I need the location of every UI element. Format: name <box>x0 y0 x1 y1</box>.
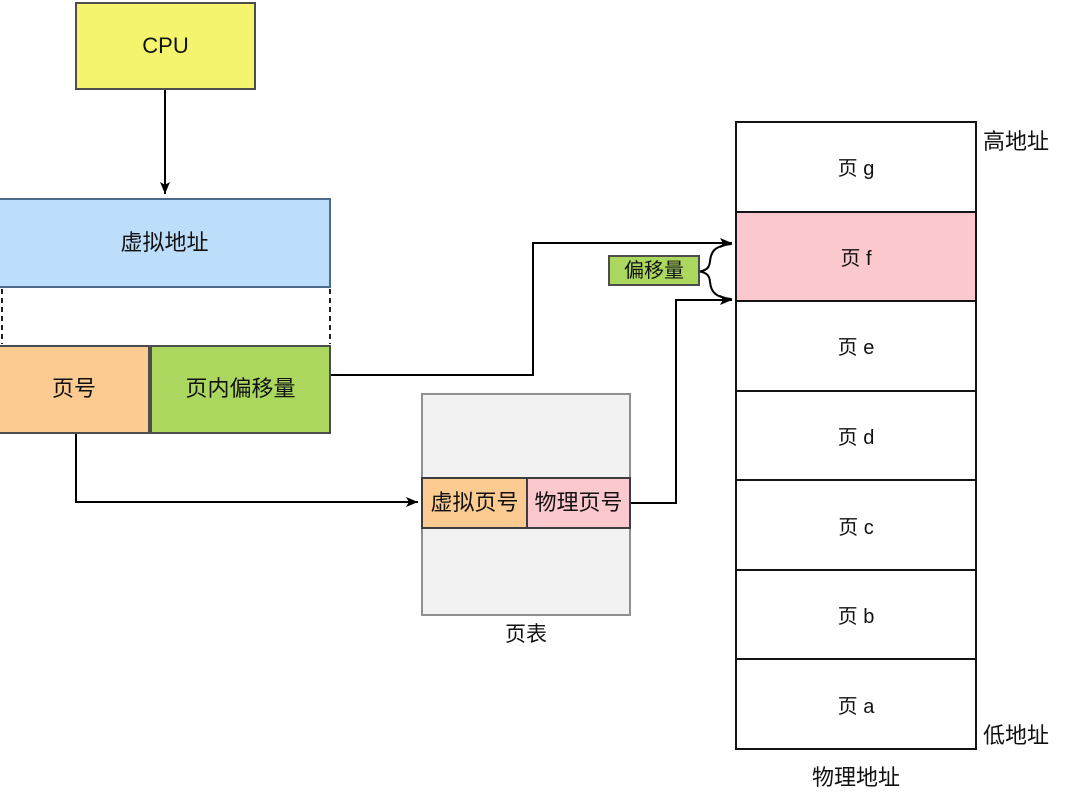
memory-page-d: 页 d <box>737 389 975 480</box>
virtual-page-number-label: 虚拟页号 <box>430 489 519 515</box>
physical-page-number-label: 物理页号 <box>534 489 623 515</box>
memory-page-c-label: 页 c <box>838 516 874 539</box>
page-offset-label: 页内偏移量 <box>185 376 296 402</box>
page-number-label: 页号 <box>51 376 96 402</box>
memory-page-f: 页 f <box>737 210 975 301</box>
physical-memory-column: 页 g 页 f 页 e 页 d 页 c 页 b 页 a <box>735 121 977 750</box>
offset-brace <box>699 243 732 300</box>
memory-page-e: 页 e <box>737 300 975 390</box>
physical-page-number-cell: 物理页号 <box>526 477 631 529</box>
physical-address-caption: 物理地址 <box>811 765 900 790</box>
cpu-label: CPU <box>142 32 189 58</box>
page-number-to-page-table-arrow <box>75 434 418 507</box>
memory-page-g: 页 g <box>737 123 975 211</box>
memory-page-c: 页 c <box>737 479 975 569</box>
virtual-address-label: 虚拟地址 <box>120 229 209 255</box>
memory-page-a: 页 a <box>737 658 975 749</box>
memory-page-d-label: 页 d <box>837 427 875 450</box>
memory-page-f-label: 页 f <box>840 247 872 270</box>
physical-page-to-page-f-arrow <box>631 295 732 504</box>
memory-page-b: 页 b <box>737 568 975 659</box>
memory-page-b-label: 页 b <box>837 606 875 629</box>
offset-tag-node: 偏移量 <box>608 255 700 286</box>
memory-page-a-label: 页 a <box>837 695 875 718</box>
low-address-label: 低地址 <box>983 723 1050 748</box>
high-address-label: 高地址 <box>983 129 1050 154</box>
virtual-page-number-cell: 虚拟页号 <box>421 477 526 529</box>
offset-tag-label: 偏移量 <box>624 259 684 282</box>
virtual-address-node: 虚拟地址 <box>0 198 331 288</box>
memory-page-e-label: 页 e <box>837 337 875 360</box>
page-table-entry-row: 虚拟页号 物理页号 <box>421 477 631 529</box>
memory-page-g-label: 页 g <box>837 158 875 181</box>
page-offset-node: 页内偏移量 <box>150 345 331 434</box>
cpu-node: CPU <box>75 2 256 90</box>
page-table-caption: 页表 <box>505 623 547 646</box>
page-number-node: 页号 <box>0 345 150 434</box>
